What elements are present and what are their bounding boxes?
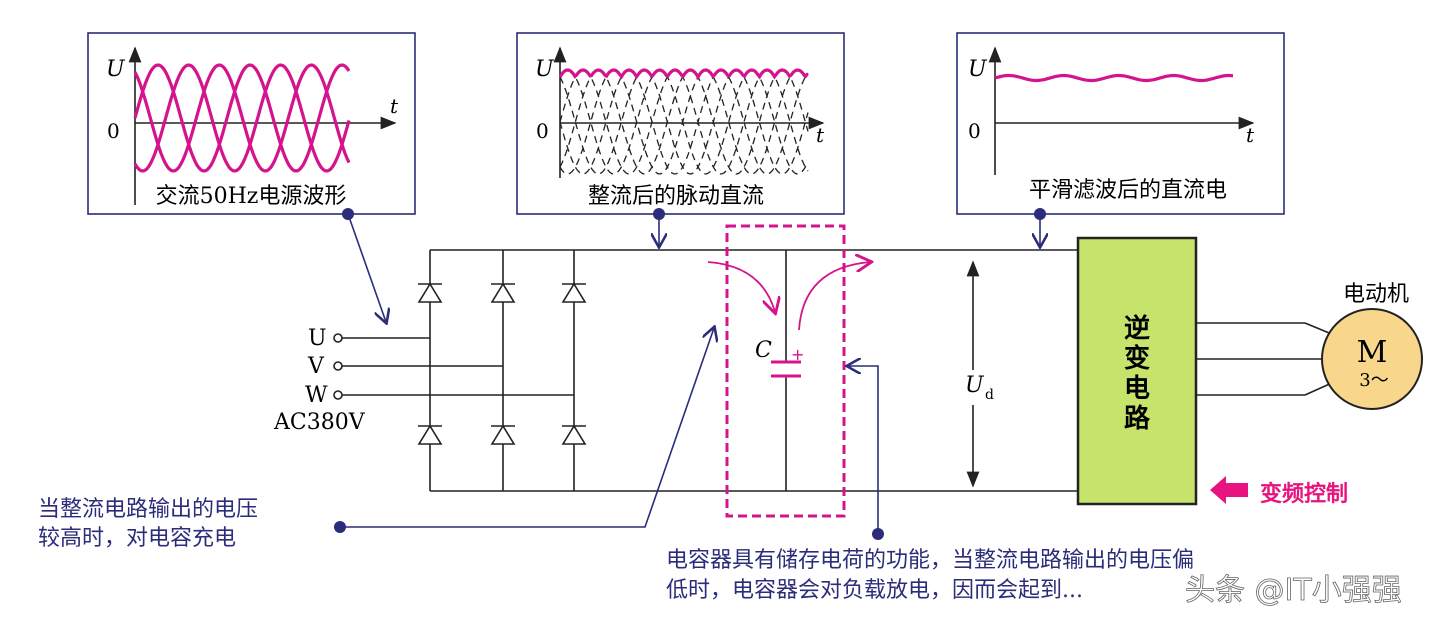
diode-lower-1 bbox=[417, 424, 443, 445]
ac-waveform-panel: U 0 t 交流50Hz电源波形 bbox=[87, 32, 416, 220]
panel-pointers bbox=[347, 213, 1040, 322]
terminal-u-label: U bbox=[308, 326, 327, 351]
ac-phase-u-wave bbox=[133, 63, 351, 173]
smooth-u-axis-label: U bbox=[968, 57, 988, 82]
pulse-envelope-wave bbox=[558, 68, 809, 81]
discharge-note-pointer bbox=[848, 366, 884, 540]
frequency-control-label: 变频控制 bbox=[1260, 481, 1348, 507]
inverter-char-2: 变 bbox=[1124, 343, 1150, 374]
discharge-note-line-1: 电容器具有储存电荷的功能，当整流电路输出的电压偏 bbox=[666, 548, 1194, 573]
diode-upper-2 bbox=[490, 282, 516, 303]
diode-lower-2 bbox=[490, 424, 516, 445]
capacitor-label: C bbox=[755, 338, 772, 363]
capacitor-section: C + bbox=[707, 224, 870, 518]
motor-phase-label: 3～ bbox=[1359, 370, 1388, 391]
terminal-w-label: W bbox=[305, 383, 328, 408]
smooth-dc-panel: U 0 t 平滑滤波后的直流电 bbox=[956, 32, 1285, 220]
smooth-dc-wave bbox=[994, 73, 1234, 83]
pulse-panel-caption: 整流后的脉动直流 bbox=[588, 184, 764, 209]
inverter-char-4: 路 bbox=[1124, 403, 1151, 434]
diode-lower-3 bbox=[561, 424, 587, 445]
ac-phase-v-wave bbox=[133, 63, 351, 173]
pulse-t-axis-label: t bbox=[816, 123, 825, 147]
smooth-panel-caption: 平滑滤波后的直流电 bbox=[1029, 178, 1227, 203]
capacitor-plus-sign: + bbox=[791, 345, 804, 364]
discharge-current-arrow bbox=[798, 262, 870, 331]
diode-upper-1 bbox=[417, 282, 443, 303]
inverter-block: 逆 变 电 路 bbox=[1076, 236, 1198, 506]
ac-zero-label: 0 bbox=[107, 119, 120, 143]
inverter-char-1: 逆 bbox=[1124, 313, 1150, 344]
charge-note-line-1: 当整流电路输出的电压 bbox=[38, 497, 258, 522]
charge-note-line-2: 较高时，对电容充电 bbox=[38, 526, 236, 551]
pulsating-dc-panel: U 0 t 整流后的脉动直流 bbox=[516, 32, 845, 220]
motor-symbol: M bbox=[1357, 335, 1388, 370]
smooth-zero-label: 0 bbox=[968, 119, 981, 143]
ac-panel-caption: 交流50Hz电源波形 bbox=[156, 184, 347, 209]
charge-note-pointer bbox=[334, 328, 714, 533]
inverter-char-3: 电 bbox=[1124, 374, 1150, 404]
smooth-t-axis-label: t bbox=[1246, 123, 1255, 147]
annotation-notes: 当整流电路输出的电压 较高时，对电容充电 电容器具有储存电荷的功能，当整流电路输… bbox=[38, 497, 1194, 603]
motor-title: 电动机 bbox=[1343, 282, 1409, 307]
input-terminals: U V W AC380V bbox=[273, 326, 366, 435]
ac-u-axis-label: U bbox=[106, 57, 126, 82]
voltage-symbol: U bbox=[965, 373, 985, 398]
ac-t-axis-label: t bbox=[390, 94, 399, 118]
terminal-v-label: V bbox=[307, 354, 325, 379]
pulse-dashed-phases bbox=[559, 69, 809, 175]
watermark: 头条 @IT小强强 bbox=[1185, 573, 1402, 608]
dc-voltage-indicator: U d bbox=[965, 260, 994, 488]
ac-phase-w-wave bbox=[133, 63, 351, 173]
diode-upper-3 bbox=[561, 282, 587, 303]
pulse-u-axis-label: U bbox=[535, 57, 555, 82]
frequency-control: 变频控制 bbox=[1210, 476, 1348, 507]
voltage-subscript: d bbox=[985, 387, 994, 403]
discharge-note-line-2: 低时，电容器会对负载放电，因而会起到... bbox=[666, 578, 1083, 603]
motor: 电动机 M 3～ bbox=[1321, 282, 1423, 410]
charge-current-arrow bbox=[707, 261, 775, 312]
rectifier-diodes bbox=[417, 282, 587, 445]
pulse-zero-label: 0 bbox=[536, 119, 549, 143]
supply-voltage-label: AC380V bbox=[273, 410, 366, 435]
